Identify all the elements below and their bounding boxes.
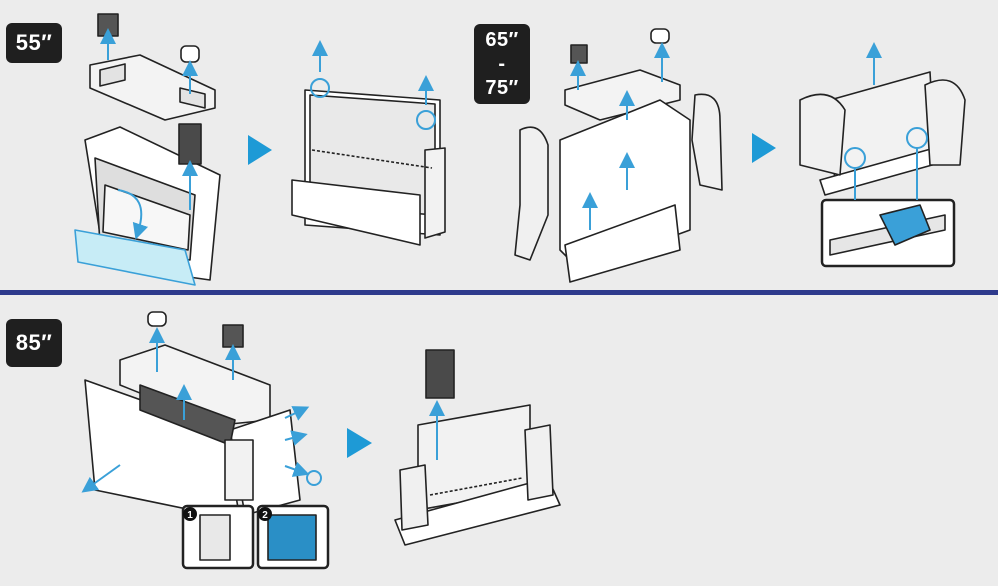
- cap-icon: [650, 28, 670, 44]
- panel-icon: [178, 123, 202, 165]
- step-number-1: 1: [187, 510, 193, 521]
- panel-icon: [425, 349, 455, 399]
- step-85-open-box: [84, 311, 330, 570]
- next-step-arrow-icon: [752, 133, 776, 163]
- step-55-open-box: [74, 13, 221, 286]
- step-65-75-open-box: [514, 28, 723, 283]
- step-number-2: 2: [262, 510, 268, 521]
- step-65-75-lift-tv: [799, 71, 966, 268]
- size-badge-55: 55″: [6, 23, 62, 63]
- person-right: [691, 93, 723, 191]
- bracket-icon: [570, 44, 588, 64]
- size-label-55: 55″: [15, 30, 53, 55]
- size-label-65: 65″: [485, 29, 519, 51]
- size-label-85: 85″: [15, 330, 53, 355]
- step-85-lift-tv: [394, 349, 561, 546]
- size-label-75: 75″: [485, 77, 519, 99]
- section-divider: [0, 290, 998, 295]
- size-badge-85: 85″: [6, 319, 62, 367]
- step-55-lift-tv: [291, 89, 446, 246]
- cap-icon: [147, 311, 167, 327]
- bracket-icon: [222, 324, 244, 348]
- cap-icon: [180, 45, 200, 63]
- bracket-icon: [97, 13, 119, 37]
- size-badge-65-75: 65″ - 75″: [474, 24, 530, 104]
- step-number-badges: 1 2: [183, 507, 272, 521]
- size-label-dash: -: [498, 53, 506, 75]
- next-step-arrow-icon: [347, 428, 372, 458]
- person-left: [514, 126, 549, 261]
- next-step-arrow-icon: [248, 135, 272, 165]
